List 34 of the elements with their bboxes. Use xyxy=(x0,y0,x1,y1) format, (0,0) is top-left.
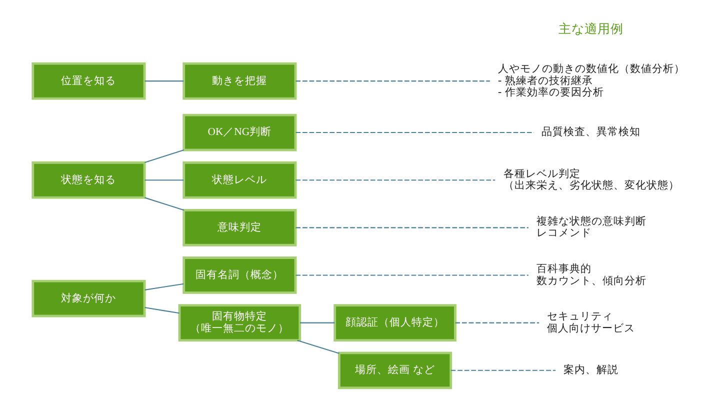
node-box: 位置を知る xyxy=(32,62,146,100)
connector xyxy=(455,322,540,324)
node-box: 意味判定 xyxy=(182,208,297,246)
node-text: 品質検査、異常検知 xyxy=(542,125,641,138)
connector xyxy=(144,80,184,82)
connector xyxy=(296,274,528,276)
node-text: 案内、解説 xyxy=(563,363,618,376)
connector xyxy=(144,150,184,164)
node-box: 固有物特定 （唯一無二のモノ） xyxy=(178,304,302,342)
connector xyxy=(450,370,556,371)
connector xyxy=(297,340,340,354)
node-box: 固有名詞（概念） xyxy=(182,256,297,294)
connector xyxy=(296,180,496,181)
connector xyxy=(144,180,184,181)
connector xyxy=(144,306,180,314)
node-box: 状態を知る xyxy=(32,161,146,199)
node-box: 対象が何か xyxy=(32,280,146,318)
connector xyxy=(300,322,335,324)
node-text: 複雑な状態の意味判断 レコメンド xyxy=(536,214,646,240)
node-text: 人やモノの動きの数値化（数値分析） - 熟練者の技術継承 - 作業効率の要因分析 xyxy=(498,62,685,98)
node-box: 場所、絵画 など xyxy=(338,352,452,390)
connector xyxy=(144,283,184,290)
connector xyxy=(296,132,534,134)
label: 主な適用例 xyxy=(558,22,624,36)
node-text: セキュリティ 個人向けサービス xyxy=(546,310,635,334)
node-box: 状態レベル xyxy=(182,161,297,199)
node-box: OK／NG判断 xyxy=(182,114,297,152)
node-box: 顔認証（個人特定） xyxy=(334,304,456,342)
node-text: 百科事典的 数カウント、傾向分析 xyxy=(536,262,646,287)
node-box: 動きを把握 xyxy=(182,62,297,100)
node-text: 各種レベル判定 （出来栄え、劣化状態、変化状態） xyxy=(503,166,680,192)
connector xyxy=(144,197,184,211)
connector xyxy=(296,227,528,228)
connector xyxy=(296,80,490,82)
